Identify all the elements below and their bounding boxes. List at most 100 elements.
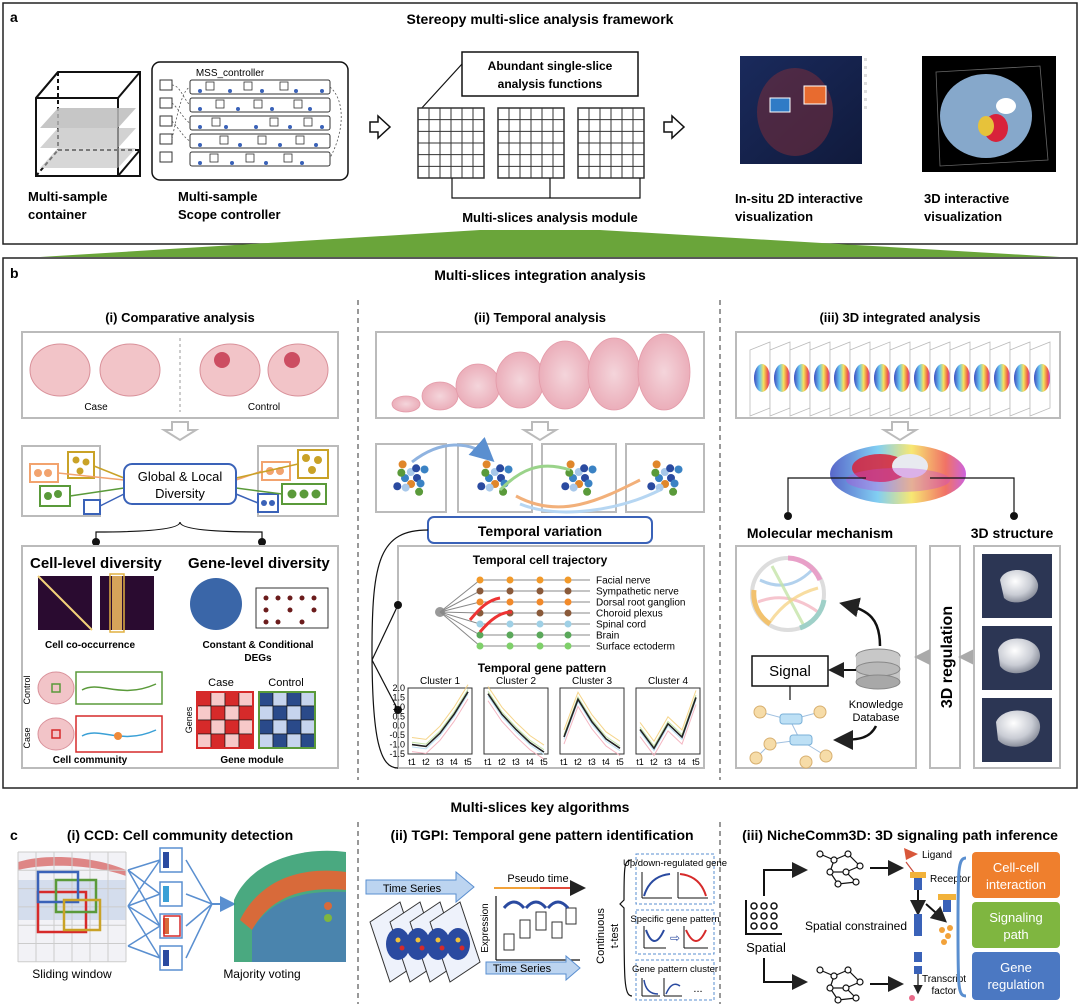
diversity-diagram: Global & Local Diversity xyxy=(21,445,339,546)
graph-node xyxy=(844,850,852,858)
cell-dot xyxy=(669,487,678,496)
x-tick: t1 xyxy=(636,757,644,767)
cell-level-title: Cell-level diversity xyxy=(30,555,162,572)
gene-module-label: Gene module xyxy=(220,755,284,766)
single-slice-box xyxy=(461,51,639,97)
spatial-label: Spatial xyxy=(746,940,786,955)
cell-dot xyxy=(666,464,675,473)
gene-cell xyxy=(238,733,254,749)
structure-label: 3D structure xyxy=(971,525,1054,541)
gene-cell xyxy=(286,705,302,721)
slice-section xyxy=(954,364,970,392)
cell-dot xyxy=(397,468,406,477)
integrated-title: (iii) 3D integrated analysis xyxy=(819,310,980,325)
cell-dot xyxy=(565,468,574,477)
trajectory-title: Temporal cell trajectory xyxy=(473,553,608,567)
ligand-icon xyxy=(904,848,918,860)
gene-cell xyxy=(300,705,316,721)
graph-node xyxy=(852,878,860,886)
trajectory-point xyxy=(564,620,572,628)
pattern-line xyxy=(563,691,621,742)
slice-section xyxy=(894,364,910,392)
pattern-mean xyxy=(563,697,621,750)
cell-dot xyxy=(398,460,407,469)
single-slice-line-2: analysis functions xyxy=(498,77,603,91)
molecular-label: Molecular mechanism xyxy=(747,525,893,541)
gene-cell xyxy=(210,691,226,707)
sliding-window-grid xyxy=(17,851,127,963)
slice-section xyxy=(914,364,930,392)
trajectory-point xyxy=(564,587,572,595)
cell-cluster-stages xyxy=(375,437,705,514)
trajectory-point xyxy=(564,598,572,606)
panel-c-letter: c xyxy=(10,827,18,843)
heat-case-label: Case xyxy=(208,677,234,689)
panel-a-letter: a xyxy=(10,9,18,25)
pattern-line xyxy=(411,698,469,755)
graph-node xyxy=(842,984,850,992)
regulatory-network xyxy=(749,705,833,769)
pattern-mean xyxy=(639,697,697,750)
mss-controller: MSS_controller xyxy=(151,61,349,181)
gene-cell xyxy=(272,705,288,721)
viz3d-label-1: 3D interactive xyxy=(924,191,1009,206)
cell-dot xyxy=(670,479,679,488)
result-boxes: Cell-cell interaction Signaling path Gen… xyxy=(972,852,1060,1000)
graph-node xyxy=(826,868,834,876)
pattern-line xyxy=(411,689,469,745)
slice-section xyxy=(934,364,950,392)
trajectory-point xyxy=(476,576,484,584)
tgpi-brace xyxy=(619,859,633,997)
graph-node xyxy=(834,996,842,1004)
panel-b-title: Multi-slices integration analysis xyxy=(434,267,646,283)
cluster-label: Cluster 3 xyxy=(572,676,612,687)
diversity-line-2: Diversity xyxy=(155,486,205,501)
trajectory-label: Spinal cord xyxy=(596,620,646,631)
gene-cell xyxy=(272,691,288,707)
gene-cell xyxy=(258,719,274,735)
graph-node xyxy=(852,994,860,1002)
analysis-grids xyxy=(417,107,645,179)
trajectory-point xyxy=(536,642,544,650)
pattern-line xyxy=(487,686,545,746)
graph-networks xyxy=(816,850,864,1004)
knowledge-line-2: Database xyxy=(852,712,899,724)
brain-case-label: Case xyxy=(84,402,108,413)
graph-node xyxy=(826,984,834,992)
controller-label-1: Multi-sample xyxy=(178,189,257,204)
cell-dot xyxy=(652,460,661,469)
x-tick: t1 xyxy=(408,757,416,767)
spatial-arrow-bottom xyxy=(763,958,808,990)
side-control-label: Control xyxy=(22,675,32,704)
cell-dot xyxy=(561,482,570,491)
ccd-title: (i) CCD: Cell community detection xyxy=(67,827,293,843)
spatial-arrow-top xyxy=(763,862,808,896)
x-tick: t2 xyxy=(498,757,506,767)
cell-dot xyxy=(481,468,490,477)
controller-label-2: Scope controller xyxy=(178,207,281,222)
y-tick: 2.0 xyxy=(392,683,405,693)
mss-controller-label: MSS_controller xyxy=(196,68,265,79)
tgpi-results: Up/down-regulated gene Specific gene pat… xyxy=(623,853,727,1001)
box1-line-1: Cell-cell xyxy=(993,860,1039,875)
gene-cell xyxy=(210,733,226,749)
slice-layers xyxy=(40,108,136,168)
gene-cell xyxy=(300,719,316,735)
svg-text:⇨: ⇨ xyxy=(670,931,680,945)
cell-dot xyxy=(485,483,494,492)
cell-dot xyxy=(584,479,593,488)
x-tick: t3 xyxy=(588,757,596,767)
slice-section xyxy=(774,364,790,392)
voting-label: Majority voting xyxy=(223,967,300,981)
receptor-pathway: Ligand Receptor Transcript factor xyxy=(904,848,971,1001)
pattern-frame xyxy=(483,687,549,755)
gene-scatter-disc xyxy=(190,578,242,630)
dot-matrix xyxy=(255,587,329,629)
trajectory-highlight xyxy=(468,596,501,621)
x-tick: t4 xyxy=(526,757,534,767)
pattern-line xyxy=(639,704,697,757)
time-series-top: Time Series xyxy=(383,883,442,895)
graph-node xyxy=(816,850,824,858)
